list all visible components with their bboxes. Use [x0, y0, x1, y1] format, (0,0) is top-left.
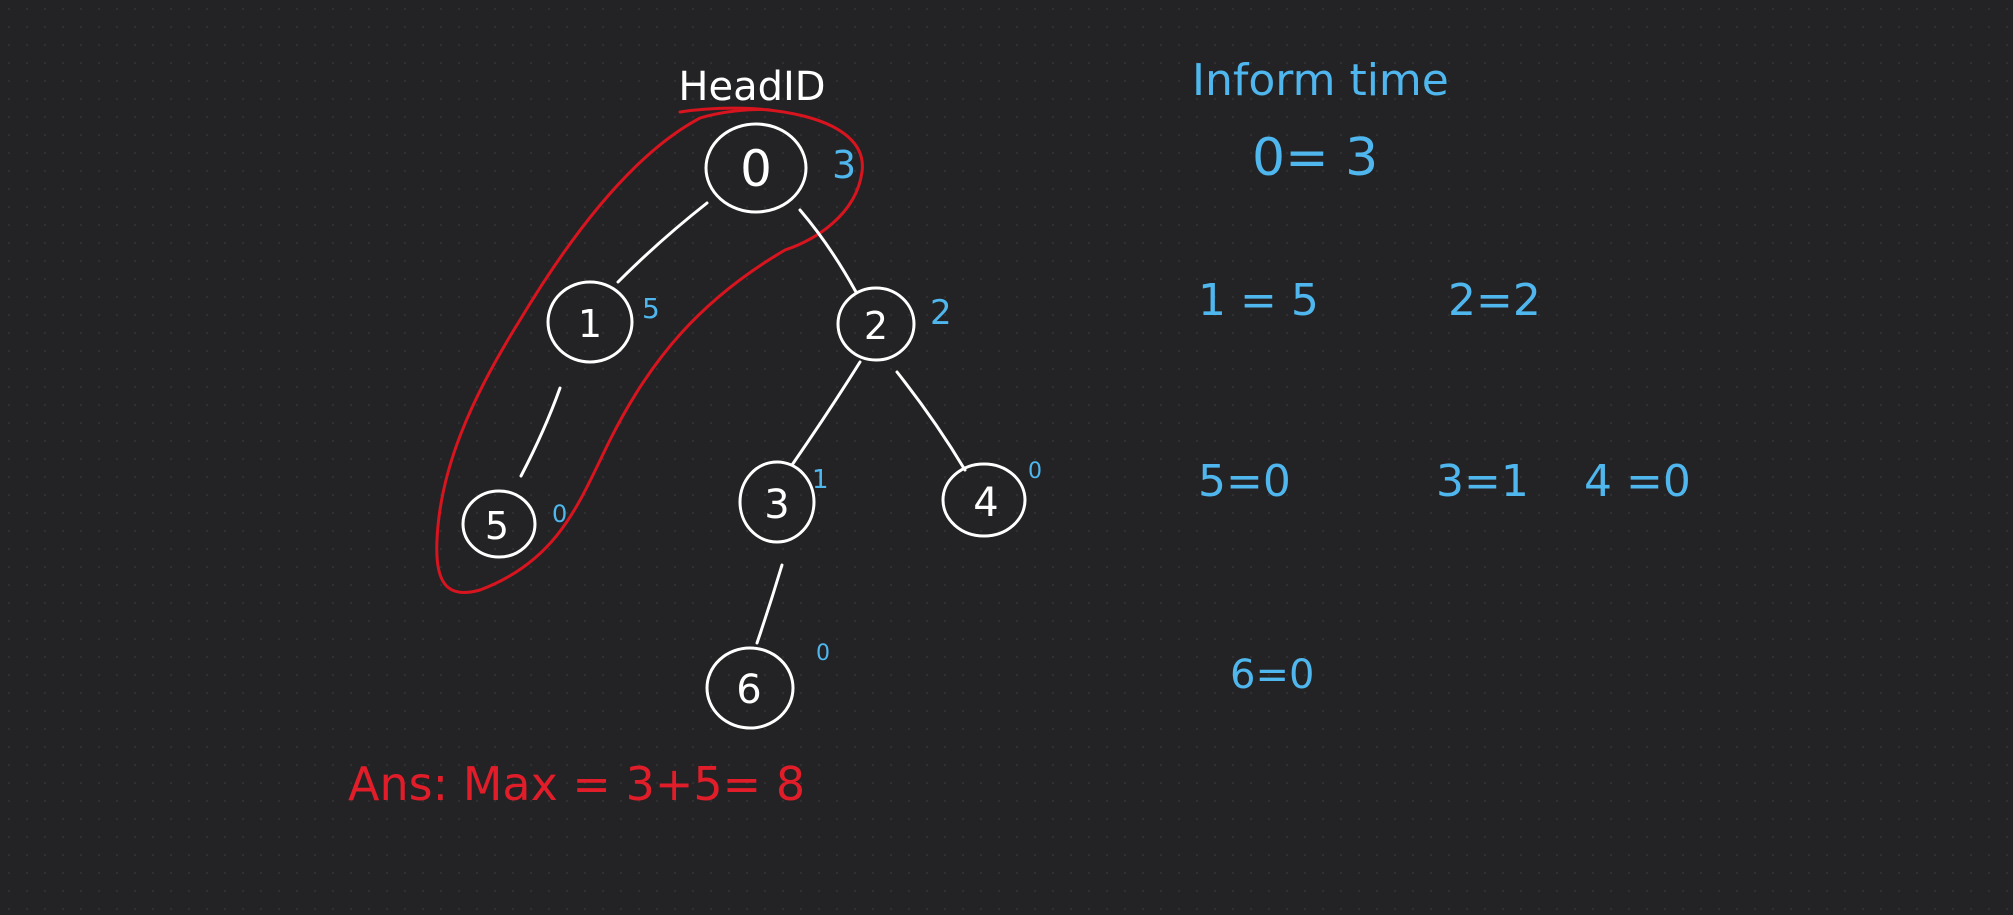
inform-annotation: 0	[552, 500, 567, 528]
inform-entry: 1 = 5	[1198, 275, 1319, 326]
inform-time-title: Inform time	[1192, 55, 1449, 106]
tree-edges	[519, 201, 967, 645]
node-circle	[546, 280, 634, 364]
inform-annotation: 1	[812, 465, 829, 495]
tree-nodes: 0 3 1 5 2 2 3 1 4 0 5 0 6	[461, 122, 1042, 730]
tree-node-6: 6 0	[705, 641, 830, 730]
node-label: 6	[736, 667, 761, 713]
edge-0-1	[616, 201, 709, 284]
node-circle	[941, 462, 1027, 538]
inform-entry: 6=0	[1230, 652, 1314, 698]
node-label: 0	[740, 140, 772, 198]
node-label: 1	[578, 302, 602, 346]
inform-annotation: 0	[1028, 459, 1042, 484]
tree-node-1: 1 5	[546, 280, 660, 364]
tree-node-3: 3 1	[738, 460, 829, 544]
node-label: 4	[973, 480, 998, 526]
tree-node-2: 2 2	[836, 286, 952, 362]
node-circle	[836, 286, 916, 362]
node-label: 3	[764, 482, 789, 528]
inform-time-table: Inform time 0= 3 1 = 5 2=2 5=0 3=1 4 =0 …	[1192, 55, 1691, 698]
inform-entry: 2=2	[1448, 275, 1541, 326]
node-circle	[704, 122, 808, 214]
inform-annotation: 3	[832, 143, 856, 187]
inform-entry: 0= 3	[1252, 128, 1378, 188]
edge-0-2	[798, 208, 858, 294]
edge-2-4	[895, 370, 967, 472]
tree-node-0: 0 3	[704, 122, 856, 214]
node-circle	[738, 460, 816, 544]
node-circle	[705, 646, 795, 730]
inform-annotation: 0	[816, 641, 830, 666]
edge-1-5	[519, 386, 562, 478]
edge-2-3	[790, 360, 862, 467]
head-id-label: HeadID	[678, 64, 825, 110]
answer-text: Ans: Max = 3+5= 8	[348, 757, 805, 811]
inform-annotation: 5	[642, 292, 660, 325]
inform-annotation: 2	[930, 293, 952, 333]
highlight-path-outline	[435, 106, 864, 594]
edge-3-6	[755, 563, 784, 645]
node-label: 5	[485, 504, 509, 548]
tree-node-5: 5 0	[461, 489, 567, 559]
inform-entry: 3=1	[1436, 456, 1529, 507]
tree-node-4: 4 0	[941, 459, 1042, 538]
node-circle	[461, 489, 537, 559]
inform-entry: 4 =0	[1584, 456, 1691, 507]
inform-entry: 5=0	[1198, 456, 1291, 507]
node-label: 2	[864, 304, 888, 348]
